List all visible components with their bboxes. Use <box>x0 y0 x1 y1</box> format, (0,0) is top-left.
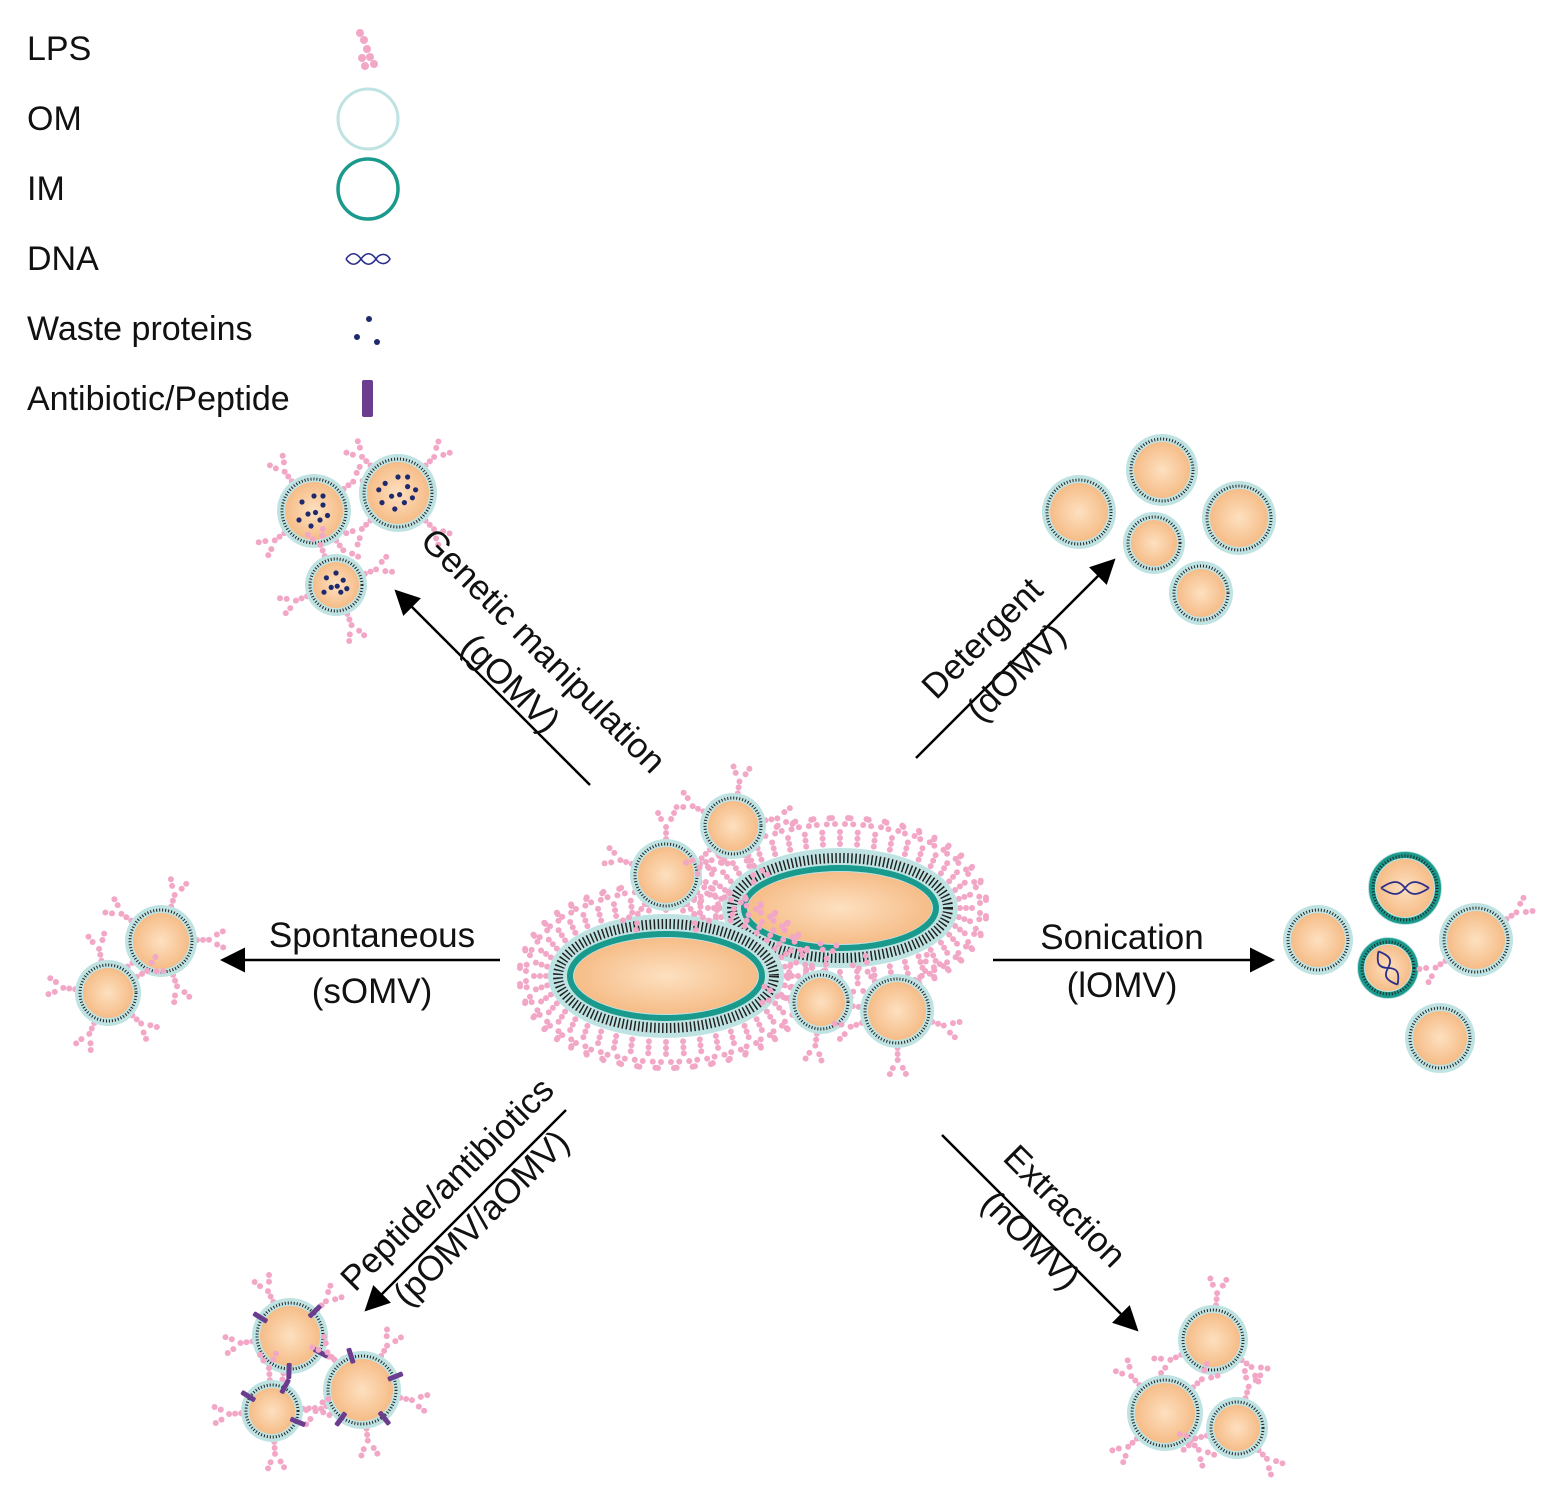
budding-vesicle <box>673 763 796 885</box>
nomv-vesicle <box>1151 1275 1271 1385</box>
lomv-vesicle <box>1368 851 1442 925</box>
domv-vesicle <box>1123 512 1185 574</box>
lps-icon <box>356 29 378 70</box>
pomv-vesicle <box>296 1326 431 1459</box>
gomv-vesicle <box>255 452 373 570</box>
domv-vesicle <box>1202 481 1276 555</box>
label-sonication-abbr: (lOMV) <box>1067 966 1178 1005</box>
domv-vesicle <box>1169 561 1233 625</box>
gomv-vesicle <box>343 438 453 548</box>
bacterium-lower <box>517 881 815 1071</box>
arrow-detergent <box>915 558 1116 759</box>
domv-vesicle <box>1042 475 1116 549</box>
inner-membrane-icon <box>336 157 400 221</box>
arrows <box>220 558 1275 1332</box>
label-spontaneous-method: Spontaneous <box>269 916 475 955</box>
lomv-vesicle <box>1283 905 1353 975</box>
budding-vesicle <box>601 809 731 933</box>
pomv-vesicle <box>211 1350 333 1472</box>
legend-label-antibiotic: Antibiotic/Peptide <box>27 380 290 418</box>
waste-proteins-icon <box>354 316 380 345</box>
antibiotic-peptide-icon <box>362 380 373 417</box>
legend-label-lps: LPS <box>27 30 91 68</box>
budding-vesicle <box>831 951 963 1078</box>
label-spontaneous-abbr: (sOMV) <box>312 972 433 1011</box>
lomv-vesicle <box>1405 1003 1475 1073</box>
arrow-genetic <box>394 589 591 786</box>
arrow-extraction <box>941 1134 1139 1332</box>
dna-icon <box>345 252 391 266</box>
arrow-peptide <box>364 1109 567 1312</box>
lomv-vesicle <box>1357 937 1419 999</box>
outer-membrane-icon <box>336 87 400 151</box>
legend-label-im: IM <box>27 170 65 208</box>
legend-label-dna: DNA <box>27 240 99 278</box>
gomv-vesicle <box>276 525 396 645</box>
nomv-vesicle <box>1176 1367 1286 1478</box>
legend-label-waste: Waste proteins <box>27 310 253 348</box>
budding-vesicle <box>759 940 883 1064</box>
domv-vesicle <box>1126 434 1198 506</box>
nomv-vesicle <box>1109 1357 1221 1469</box>
legend: LPS OM IM DNA Waste proteins Antibiotic/… <box>27 29 400 418</box>
label-sonication-method: Sonication <box>1040 918 1203 957</box>
lomv-vesicle <box>1416 894 1536 986</box>
label-genetic-method: Genetic manipulation <box>413 521 673 781</box>
omv-clusters <box>45 434 1536 1478</box>
somv-vesicle <box>45 930 167 1053</box>
central-bacteria <box>517 763 989 1078</box>
legend-label-om: OM <box>27 100 82 138</box>
